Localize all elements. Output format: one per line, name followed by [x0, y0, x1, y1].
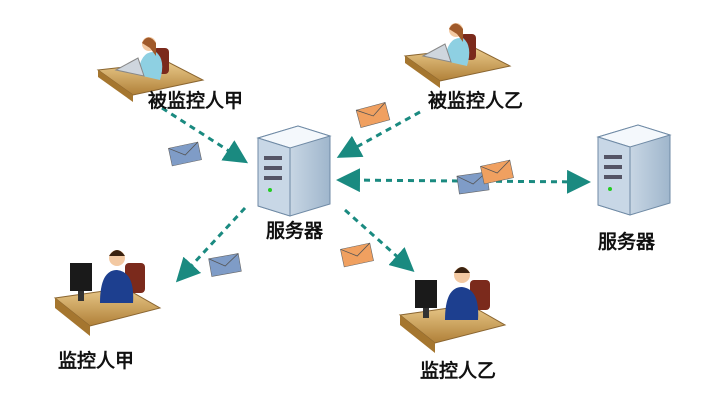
monitored-person-a-label: 被监控人甲 [148, 90, 244, 112]
envelope-icon [340, 242, 374, 268]
center-server-label: 服务器 [266, 220, 324, 242]
arrow-monitored-b-to-server [336, 110, 421, 158]
envelope-icon [208, 253, 242, 277]
monitor-person-b-figure [399, 266, 506, 354]
monitor-person-a-label: 监控人甲 [58, 350, 135, 372]
arrow-server-to-monitor-b [344, 208, 415, 272]
monitored-person-b-label: 被监控人乙 [428, 90, 524, 112]
envelope-icon [168, 141, 202, 167]
arrow-server-to-monitor-a [175, 206, 247, 283]
arrow-monitored-a-to-server [161, 106, 249, 164]
monitor-person-a-figure [54, 249, 161, 337]
right-server-label: 服务器 [598, 231, 656, 253]
center-server-icon [257, 125, 331, 217]
right-server-icon [597, 124, 671, 216]
monitored-person-b-figure [404, 22, 511, 89]
envelope-icon [355, 102, 391, 128]
monitor-person-b-label: 监控人乙 [420, 360, 497, 382]
